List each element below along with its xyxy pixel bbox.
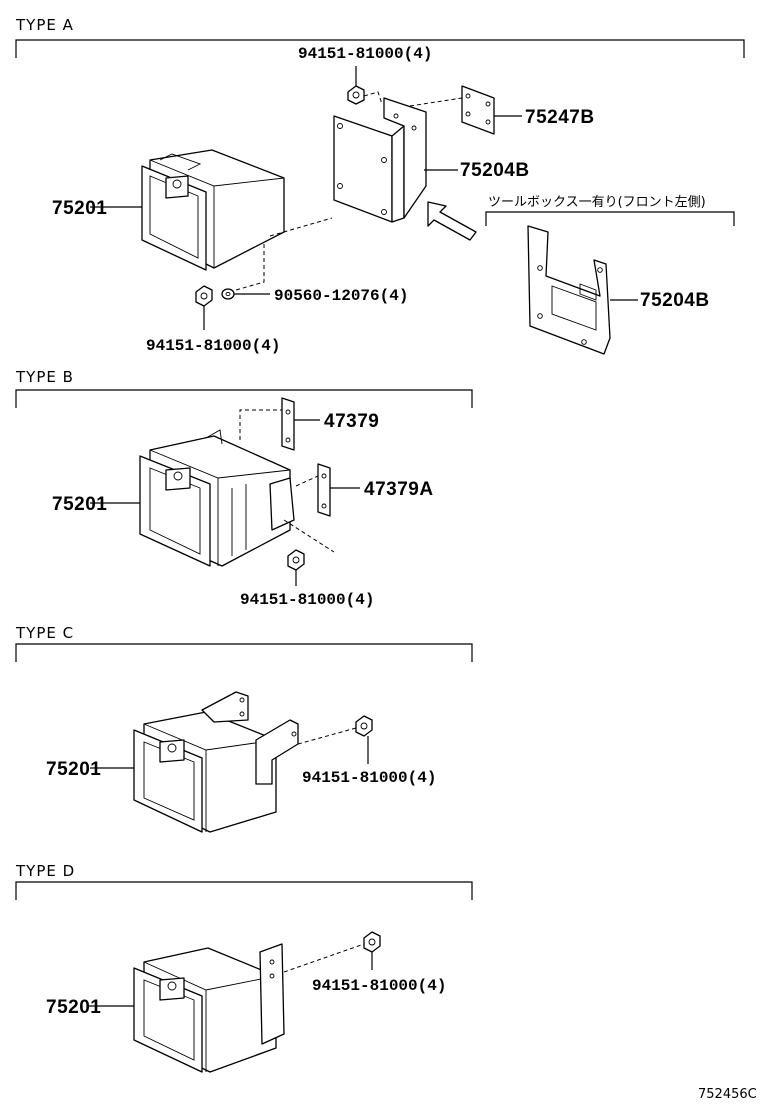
part-number-47379: 47379 (324, 411, 379, 432)
section-title-type-d: TYPE D (15, 862, 75, 880)
section-bracket-type-a (15, 39, 745, 58)
part-number-94151-81000-bottom: 94151-81000(4) (146, 337, 280, 355)
flange-nut-icon (195, 285, 213, 307)
tool-box-illustration (133, 691, 299, 833)
direction-arrow-icon (427, 201, 477, 241)
bracket-alt-illustration (527, 225, 611, 355)
washer-icon (221, 288, 235, 300)
part-number-75204B-alt: 75204B (640, 290, 710, 311)
section-type-a: TYPE A 75201 94151-81000(4) (15, 16, 745, 355)
plate-illustration (461, 85, 495, 135)
part-number-75204B: 75204B (460, 160, 530, 181)
section-title-type-a: TYPE A (15, 16, 74, 34)
section-title-type-c: TYPE C (15, 624, 74, 642)
variant-bracket (485, 211, 735, 226)
part-number-90560-12076: 90560-12076(4) (274, 287, 408, 305)
part-number-94151-81000-top: 94151-81000(4) (298, 45, 432, 63)
section-bracket-type-d (15, 881, 473, 900)
section-bracket-type-b (15, 389, 473, 408)
flange-nut-icon (355, 715, 373, 737)
variant-note-tool-box: ツールボックス一有り(フロント左側) (488, 195, 706, 210)
section-bracket-type-c (15, 643, 473, 662)
part-number-75201: 75201 (46, 997, 101, 1018)
flange-nut-icon (287, 549, 305, 571)
tool-box-illustration (133, 943, 285, 1073)
part-number-75201: 75201 (52, 198, 107, 219)
part-number-94151-81000: 94151-81000(4) (240, 591, 374, 609)
tool-box-illustration (139, 429, 295, 567)
tool-box-illustration (141, 149, 285, 271)
section-title-type-b: TYPE B (15, 368, 74, 386)
part-number-94151-81000: 94151-81000(4) (302, 769, 436, 787)
bracket-illustration (333, 97, 427, 223)
plate-illustration (281, 397, 295, 451)
part-number-75201: 75201 (52, 494, 107, 515)
section-type-c: TYPE C 75201 94151-81000(4) (15, 624, 473, 833)
catalog-number: 752456C (698, 1087, 757, 1102)
section-type-d: TYPE D 75201 94151-81000(4) (15, 862, 473, 1073)
flange-nut-icon (347, 85, 365, 105)
part-number-75201: 75201 (46, 759, 101, 780)
plate-illustration (317, 463, 331, 517)
section-type-b: TYPE B 75201 47379 (15, 368, 473, 609)
part-number-75247B: 75247B (525, 107, 595, 128)
part-number-47379A: 47379A (364, 479, 434, 500)
flange-nut-icon (363, 931, 381, 953)
part-number-94151-81000: 94151-81000(4) (312, 977, 446, 995)
